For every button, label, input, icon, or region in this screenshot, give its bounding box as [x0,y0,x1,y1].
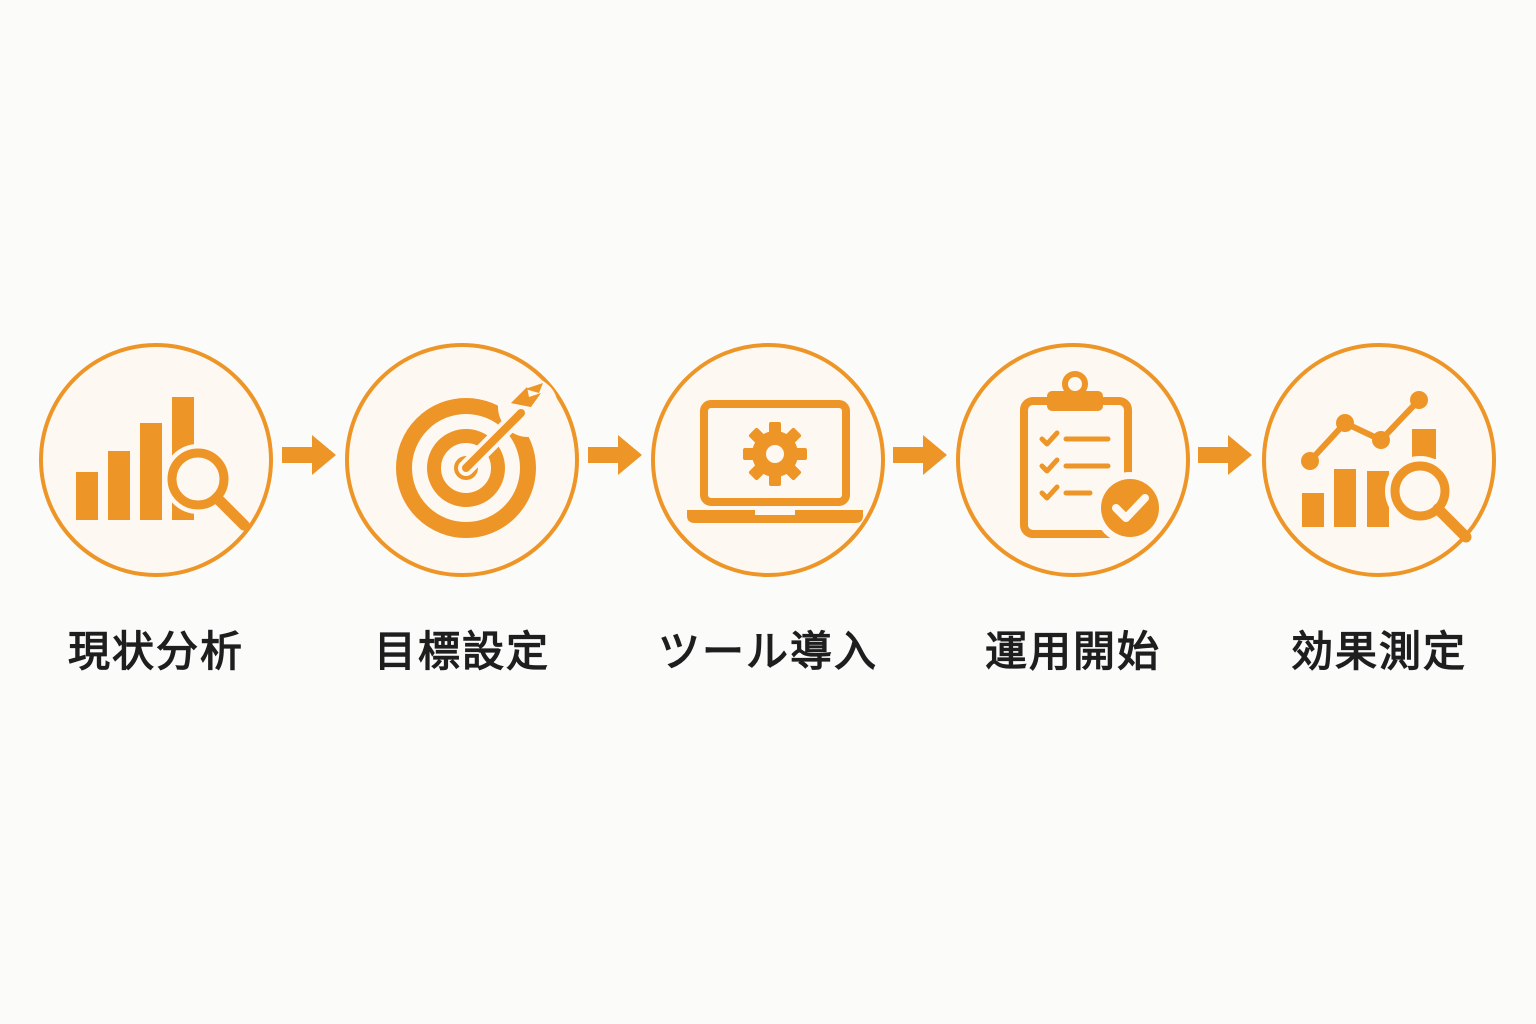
arrow-right-icon [1198,435,1252,475]
step-circle-1 [39,343,273,577]
step-circle-5 [1262,343,1496,577]
step-circle-3 [651,343,885,577]
step-label-2: 目標設定 [373,627,550,676]
bar-chart-magnifier-icon [76,397,250,531]
step-label-5: 効果測定 [1290,627,1467,676]
arrow-right-icon [282,435,336,475]
laptop-gear-icon [687,400,863,523]
step-circle-2 [345,343,579,577]
step-label-4: 運用開始 [984,627,1161,676]
clipboard-check-icon [1020,371,1166,544]
step-label-1: 現状分析 [67,627,244,676]
step-circle-4 [956,343,1190,577]
line-chart-magnifier-icon [1301,391,1472,543]
step-label-3: ツール導入 [657,627,878,676]
arrow-right-icon [588,435,642,475]
arrow-right-icon [893,435,947,475]
target-arrow-icon [396,377,558,538]
